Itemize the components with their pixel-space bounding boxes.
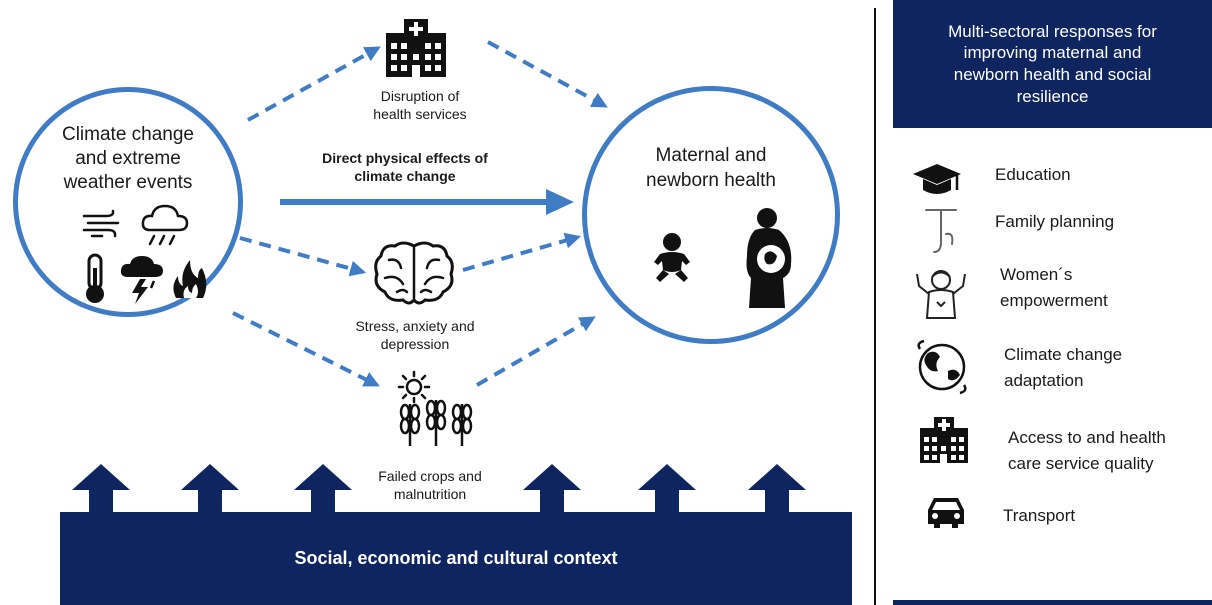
context-arrow: [638, 464, 696, 514]
context-arrow: [181, 464, 239, 514]
responses-panel-header: Multi-sectoral responses for improving m…: [893, 0, 1212, 128]
connector-arrows: [232, 40, 608, 387]
context-bar: Social, economic and cultural context: [60, 512, 852, 605]
context-bar-label: Social, economic and cultural context: [294, 548, 618, 568]
arrow-crops-to-maternal: [475, 316, 596, 387]
context-arrow: [294, 464, 352, 514]
pregnant-woman-icon: [746, 208, 792, 308]
globe-icon: [917, 339, 967, 395]
sun-icon: [397, 370, 431, 404]
arrow-climate-to-services: [247, 46, 381, 122]
context-arrow: [523, 464, 581, 514]
maternal-health-label: Maternal and newborn health: [646, 145, 776, 191]
response-label-family-planning: Family planning: [995, 212, 1115, 231]
context-arrow: [72, 464, 130, 514]
panel-bottom-rule: [893, 600, 1212, 605]
response-label-education: Education: [995, 165, 1071, 184]
baby-icon: [654, 233, 690, 282]
rain-cloud-icon: [141, 204, 189, 246]
crops-label: Failed crops and malnutrition: [378, 468, 482, 502]
response-label-health-care-access: Access to and health care service qualit…: [1008, 428, 1166, 474]
car-icon: [928, 498, 964, 528]
arrow-services-to-maternal: [487, 40, 608, 108]
thermometer-icon: [86, 253, 104, 303]
crops-icon: [399, 399, 473, 446]
climate-change-label: Climate change and extreme weather event…: [61, 124, 195, 194]
iud-icon: [925, 209, 957, 253]
hospital-icon: [386, 19, 446, 77]
response-label-transport: Transport: [1003, 506, 1076, 525]
response-label-womens-empowerment: Women´s empowerment: [1000, 265, 1108, 311]
context-arrow: [748, 464, 806, 514]
hospital-icon: [920, 417, 968, 463]
arrow-climate-to-stress: [239, 236, 367, 277]
graduation-cap-icon: [913, 164, 961, 194]
health-services-label: Disruption of health services: [373, 88, 467, 122]
context-arrows: [72, 464, 806, 514]
response-label-climate-adaptation: Climate change adaptation: [1004, 345, 1123, 391]
maternal-health-node: [582, 86, 840, 344]
arrow-climate-to-crops: [232, 311, 380, 387]
arrow-stress-to-maternal: [462, 232, 582, 272]
empowered-woman-icon: [916, 270, 966, 319]
fire-icon: [173, 260, 207, 298]
direct-effects-label: Direct physical effects of climate chang…: [322, 150, 488, 184]
panel-divider: [874, 8, 876, 605]
arrow-direct-effects-head: [546, 189, 574, 215]
stress-label: Stress, anxiety and depression: [355, 318, 475, 352]
wind-icon: [82, 209, 120, 238]
brain-icon: [374, 241, 454, 305]
storm-cloud-icon: [120, 256, 163, 304]
